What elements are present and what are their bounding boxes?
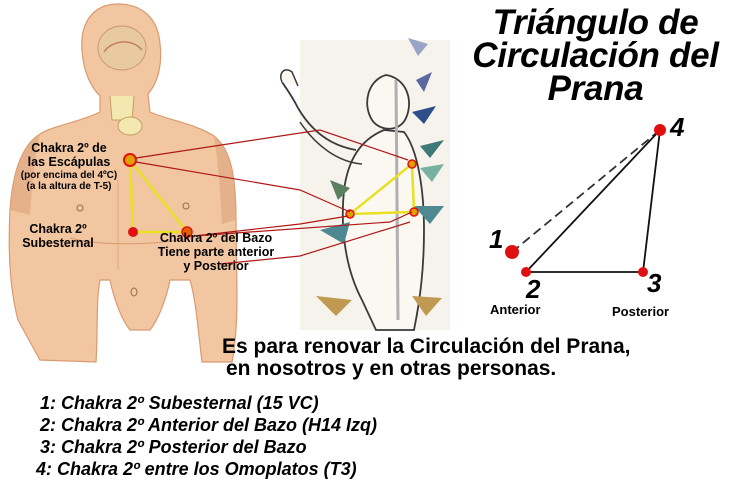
scapula-label-line-2: las Escápulas (27, 155, 111, 169)
subesternal-label-line-2: Subesternal (22, 236, 94, 250)
anatomical-torso (8, 3, 238, 363)
legend-item-3: 3: Chakra 2º Posterior del Bazo (40, 437, 307, 457)
sketch-figure (280, 38, 450, 331)
spleen-label-line-2: Tiene parte anterior (157, 245, 275, 259)
purpose-line-2: en nosotros y en otras personas. (226, 357, 557, 380)
purpose-statement: Es para renovar la Circulación del Prana… (222, 336, 631, 380)
anterior-label: Anterior (490, 302, 541, 317)
legend-item-2: 2: Chakra 2º Anterior del Bazo (H14 Izq) (40, 415, 377, 435)
connector-lines (135, 129, 413, 265)
vertex-number-4: 4 (670, 112, 685, 142)
title-line-3: Prana (547, 69, 644, 108)
page-title: Triángulo de Circulación del Prana (448, 3, 743, 108)
torso-chakra-triangle (123, 153, 193, 238)
spleen-label-line-3: y Posterior (183, 259, 249, 273)
scapula-label-line-1: Chakra 2º de (31, 141, 107, 155)
subesternal-label-line-1: Chakra 2º (29, 222, 87, 236)
spleen-chakra-label: Chakra 2º del Bazo Tiene parte anterior … (126, 231, 306, 273)
vertex-number-3: 3 (647, 268, 662, 298)
title-line-2: Circulación del (472, 36, 719, 75)
prana-triangle-diagram (505, 124, 666, 277)
subesternal-chakra-label: Chakra 2º Subesternal (8, 222, 108, 250)
vertex-number-2: 2 (526, 274, 541, 304)
title-line-1: Triángulo de (492, 3, 699, 42)
scapula-note-line-2: (a la altura de T-5) (26, 181, 112, 192)
scapula-note: (por encima del 4ºC) (a la altura de T-5… (14, 170, 124, 192)
posterior-label: Posterior (612, 304, 670, 319)
legend-item-1: 1: Chakra 2º Subesternal (15 VC) (40, 393, 319, 413)
scapula-chakra-label: Chakra 2º de las Escápulas (14, 141, 124, 169)
purpose-line-1: Es para renovar la Circulación del Prana… (222, 335, 631, 358)
vertex-number-1: 1 (489, 224, 504, 254)
legend-item-4: 4: Chakra 2º entre los Omoplatos (T3) (36, 459, 357, 479)
spleen-label-line-1: Chakra 2º del Bazo (159, 231, 273, 245)
scapula-note-line-1: (por encima del 4ºC) (20, 170, 118, 181)
chakra-legend: 1: Chakra 2º Subesternal (15 VC) 2: Chak… (36, 392, 377, 480)
